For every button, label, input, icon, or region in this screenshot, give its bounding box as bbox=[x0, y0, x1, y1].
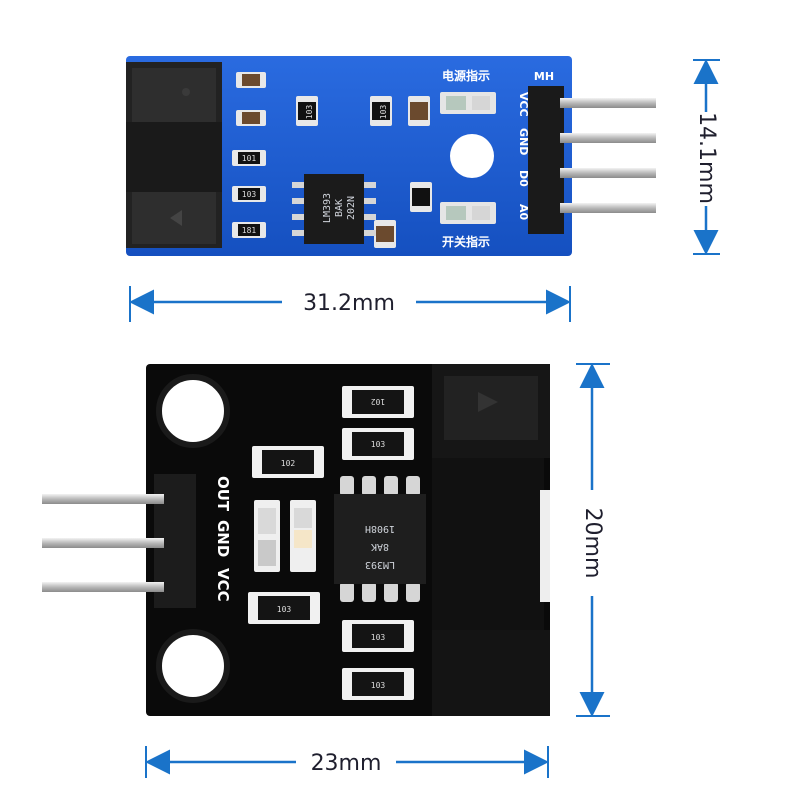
bottom-resistor-code-6: 103 bbox=[371, 681, 386, 690]
top-leds bbox=[440, 92, 496, 224]
bottom-resistor-code-5: 103 bbox=[371, 633, 386, 642]
top-resistor-code-4: 101 bbox=[242, 154, 257, 163]
bottom-width-dimension bbox=[145, 746, 549, 778]
bottom-resistor-code-3: 102 bbox=[281, 459, 296, 468]
power-indicator-label: 电源指示 bbox=[442, 68, 490, 83]
top-mounting-hole bbox=[450, 134, 494, 178]
top-sensor-board bbox=[126, 56, 656, 256]
bottom-sensor-board bbox=[42, 364, 550, 716]
top-resistor-code-1: 103 bbox=[305, 105, 314, 120]
top-height-dimension bbox=[693, 59, 720, 255]
top-chip-line-2: BAK bbox=[334, 199, 345, 217]
bottom-width-label: 23mm bbox=[311, 751, 382, 776]
top-lm393-chip bbox=[292, 174, 376, 244]
top-pin-label-gnd: GND bbox=[517, 128, 530, 155]
top-pin-label-vcc: VCC bbox=[517, 92, 530, 117]
top-pin-label-d0: D0 bbox=[517, 170, 530, 187]
top-pin-label-a0: A0 bbox=[517, 204, 530, 221]
top-height-label: 14.1mm bbox=[694, 112, 719, 204]
bottom-chip-line-2: 8AK bbox=[371, 541, 389, 552]
top-chip-line-1: LM393 bbox=[322, 193, 333, 223]
slot-optocoupler bbox=[126, 62, 222, 248]
bottom-pin-header bbox=[42, 474, 196, 608]
top-resistor-code-3: 181 bbox=[242, 226, 257, 235]
top-chip-line-3: 202N bbox=[346, 196, 357, 220]
bottom-leds bbox=[254, 500, 316, 572]
top-header-label: MH bbox=[534, 70, 554, 83]
bottom-resistors bbox=[248, 386, 414, 700]
top-width-dimension bbox=[129, 286, 571, 322]
bottom-pin-label-vcc: VCC bbox=[214, 568, 232, 602]
bottom-chip-line-1: LM393 bbox=[365, 559, 395, 570]
bottom-lm393-chip bbox=[334, 476, 426, 602]
bottom-resistor-code-2: 103 bbox=[371, 440, 386, 449]
bottom-pin-label-out: OUT bbox=[214, 476, 232, 512]
bottom-mounting-hole-top bbox=[159, 377, 227, 445]
top-width-label: 31.2mm bbox=[303, 291, 395, 316]
bottom-resistor-code-4: 103 bbox=[277, 605, 292, 614]
top-resistor-code-5: 103 bbox=[242, 190, 257, 199]
bottom-height-dimension bbox=[576, 363, 610, 717]
top-resistors bbox=[232, 72, 432, 248]
bottom-pin-label-gnd: GND bbox=[214, 520, 232, 557]
bottom-height-label: 20mm bbox=[580, 508, 605, 579]
switch-indicator-label: 开关指示 bbox=[442, 234, 490, 249]
bottom-slot-optocoupler bbox=[432, 364, 550, 716]
bottom-resistor-code-1: 102 bbox=[371, 397, 386, 406]
top-pin-header bbox=[528, 86, 656, 234]
bottom-chip-line-3: 1908H bbox=[365, 523, 395, 534]
top-resistor-code-2: 103 bbox=[379, 105, 388, 120]
bottom-mounting-hole-bottom bbox=[159, 632, 227, 700]
